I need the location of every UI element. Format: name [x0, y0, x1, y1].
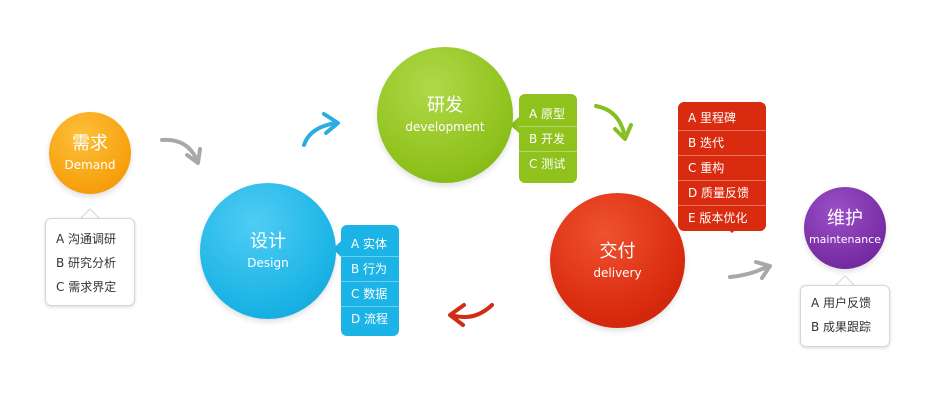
list-item: B 成果跟踪: [811, 320, 872, 334]
arrow-icon-demand-to-design: [160, 137, 202, 165]
design-title: 设计: [250, 231, 286, 252]
list-item: D 质量反馈: [678, 181, 766, 206]
list-item: B 研究分析: [56, 256, 117, 270]
development-box-pointer: [510, 116, 520, 134]
development-subtitle: development: [405, 120, 485, 134]
demand-items-box: A 沟通调研 B 研究分析 C 需求界定: [45, 218, 135, 306]
maintenance-title: 维护: [827, 208, 863, 229]
list-item: D 流程: [351, 312, 389, 326]
demand-subtitle: Demand: [64, 158, 116, 172]
list-item: C 数据: [341, 282, 399, 307]
delivery-circle: 交付 delivery: [550, 193, 685, 328]
list-item: E 版本优化: [688, 211, 748, 225]
list-item: B 行为: [341, 257, 399, 282]
maintenance-circle: 维护 maintenance: [804, 187, 886, 269]
development-items-box: A 原型 B 开发 C 测试: [519, 94, 577, 183]
maintenance-items-box: A 用户反馈 B 成果跟踪: [800, 285, 890, 347]
list-item: C 需求界定: [56, 280, 117, 294]
list-item: C 重构: [678, 156, 766, 181]
list-item: B 开发: [519, 127, 577, 152]
arrow-icon-design-to-development: [302, 112, 340, 147]
list-item: B 迭代: [678, 131, 766, 156]
design-box-pointer: [333, 240, 342, 258]
development-title: 研发: [427, 95, 463, 116]
delivery-subtitle: delivery: [593, 265, 642, 280]
demand-circle: 需求 Demand: [49, 112, 131, 194]
delivery-items-box: A 里程碑 B 迭代 C 重构 D 质量反馈 E 版本优化: [678, 102, 766, 231]
list-item: C 测试: [529, 157, 566, 171]
design-items-box: A 实体 B 行为 C 数据 D 流程: [341, 225, 399, 336]
development-circle: 研发 development: [377, 47, 513, 183]
demand-title: 需求: [72, 133, 108, 154]
list-item: A 沟通调研: [56, 232, 117, 246]
design-subtitle: Design: [247, 256, 289, 270]
list-item: A 用户反馈: [811, 296, 872, 310]
design-circle: 设计 Design: [200, 183, 336, 319]
maintenance-subtitle: maintenance: [808, 233, 882, 246]
list-item: A 原型: [519, 102, 577, 127]
delivery-title: 交付: [599, 240, 636, 262]
arrow-icon-development-to-delivery: [594, 104, 633, 141]
list-item: A 里程碑: [678, 106, 766, 131]
list-item: A 实体: [341, 232, 399, 257]
arrow-icon-delivery-to-design: [448, 303, 494, 327]
arrow-icon-delivery-to-maintenance: [728, 260, 772, 280]
